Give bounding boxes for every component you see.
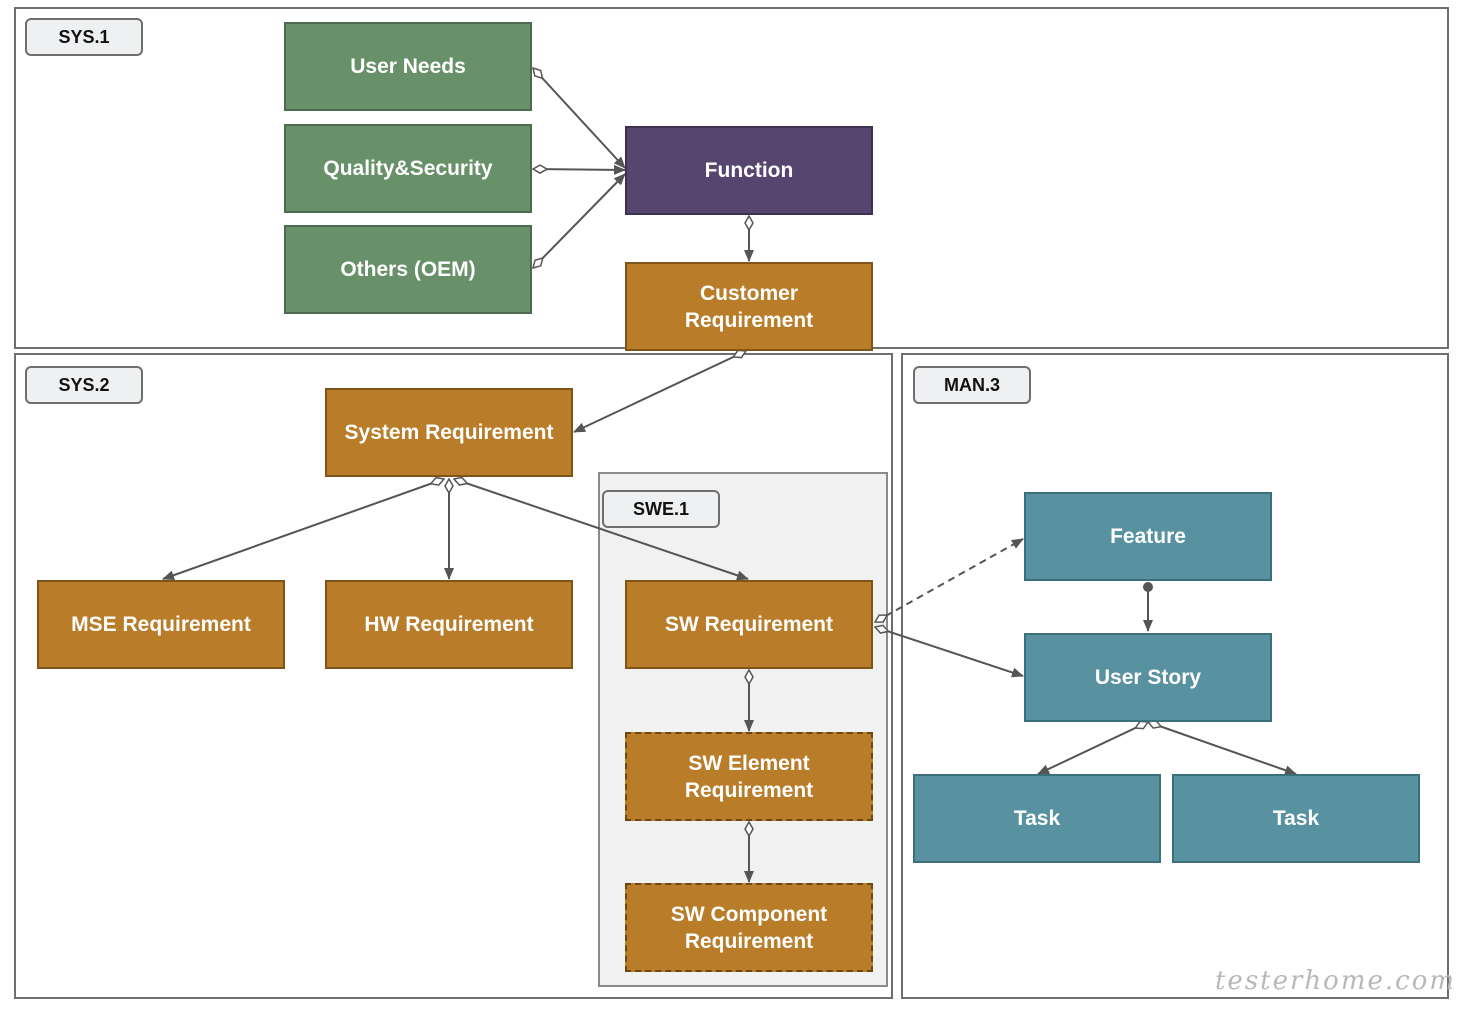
sys2-label: SYS.2 <box>25 366 143 404</box>
customer-requirement-node[interactable]: Customer Requirement <box>625 262 873 351</box>
system-requirement-node[interactable]: System Requirement <box>325 388 573 477</box>
sw-component-requirement-node[interactable]: SW Component Requirement <box>625 883 873 972</box>
edge-userstory-task2 <box>1148 722 1296 774</box>
watermark: testerhome.com <box>1214 966 1456 996</box>
edge-customer-system <box>574 351 746 433</box>
others-oem-node[interactable]: Others (OEM) <box>284 225 532 314</box>
edge-quality-function <box>533 169 625 170</box>
edge-others-function <box>533 174 626 268</box>
edge-system-mse <box>163 479 444 579</box>
edge-system-sw <box>454 479 748 579</box>
sw-element-requirement-node[interactable]: SW Element Requirement <box>625 732 873 821</box>
edge-sw-feature <box>875 538 1023 623</box>
hw-requirement-node[interactable]: HW Requirement <box>325 580 573 669</box>
task-node-2[interactable]: Task <box>1172 774 1420 863</box>
quality-security-node[interactable]: Quality&Security <box>284 124 532 213</box>
task-node-1[interactable]: Task <box>913 774 1161 863</box>
user-needs-node[interactable]: User Needs <box>284 22 532 111</box>
edge-userneeds-function <box>533 68 626 168</box>
mse-requirement-node[interactable]: MSE Requirement <box>37 580 285 669</box>
sw-requirement-node[interactable]: SW Requirement <box>625 580 873 669</box>
man3-label: MAN.3 <box>913 366 1031 404</box>
user-story-node[interactable]: User Story <box>1024 633 1272 722</box>
edge-sw-userstory <box>875 627 1023 676</box>
edge-userstory-task1 <box>1038 722 1148 775</box>
feature-node[interactable]: Feature <box>1024 492 1272 581</box>
function-node[interactable]: Function <box>625 126 873 215</box>
sys1-label: SYS.1 <box>25 18 143 56</box>
